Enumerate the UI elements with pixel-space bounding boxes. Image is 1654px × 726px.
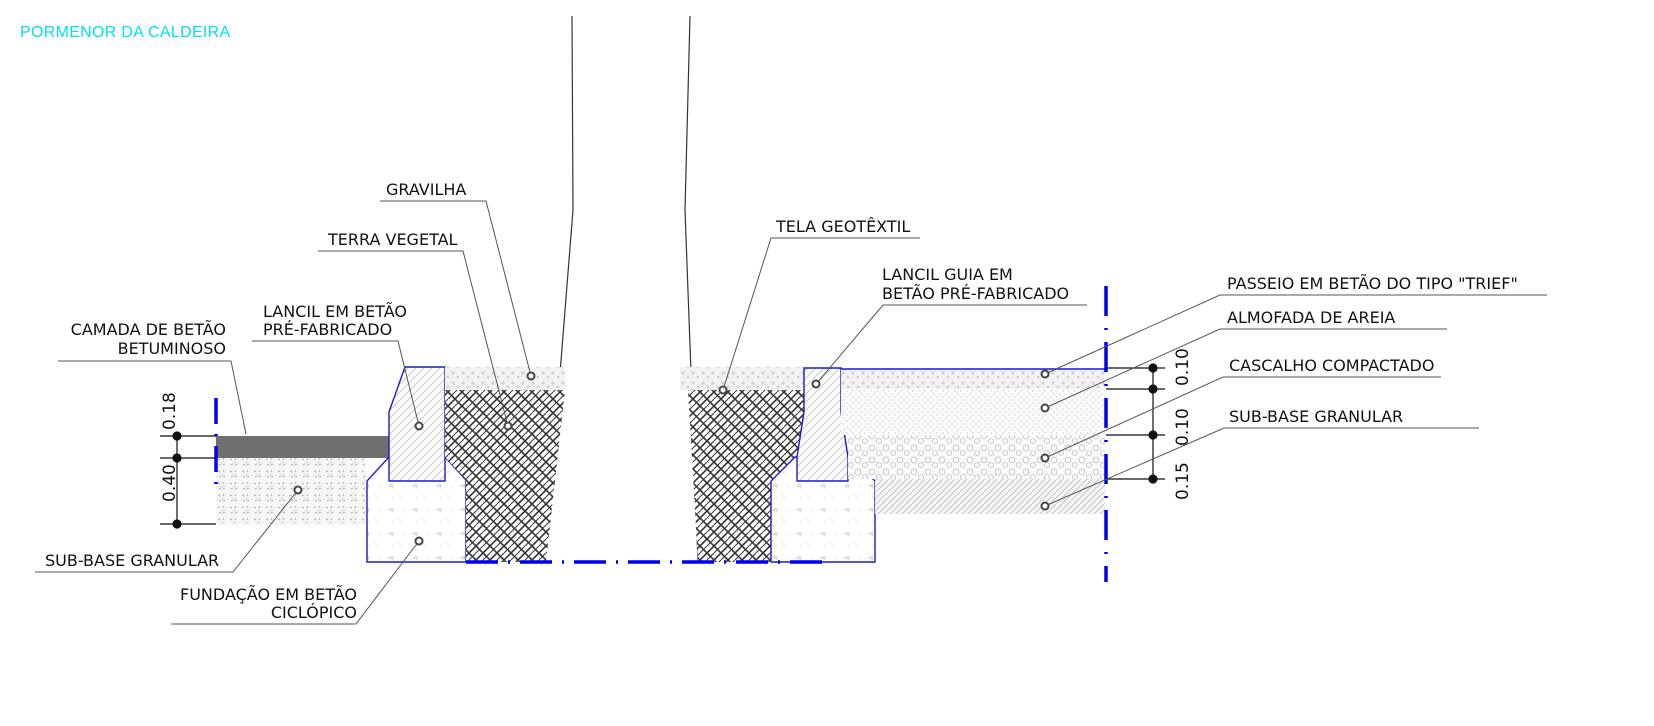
leader-lines <box>35 200 1547 625</box>
label-cascalho: CASCALHO COMPACTADO <box>1229 356 1434 375</box>
label-passeio: PASSEIO EM BETÃO DO TIPO "TRIEF" <box>1227 274 1518 293</box>
label-camada-line2: BETUMINOSO <box>118 339 226 358</box>
right-pavement-layers <box>841 368 1105 514</box>
label-lancil-guia-line1: LANCIL GUIA EM <box>882 265 1013 284</box>
axis-lines <box>214 286 1108 582</box>
dim-right-top: 0.10 <box>1173 348 1193 386</box>
label-almofada: ALMOFADA DE AREIA <box>1227 308 1395 327</box>
gravel-right <box>680 367 804 390</box>
topsoil-right <box>680 390 804 562</box>
label-sub-base-left: SUB-BASE GRANULAR <box>45 551 219 570</box>
label-sub-base-right: SUB-BASE GRANULAR <box>1229 407 1403 426</box>
label-lancil-betao-line1: LANCIL EM BETÃO <box>263 302 407 321</box>
tree-trunk <box>544 15 699 563</box>
topsoil-left <box>445 390 565 562</box>
label-lancil-betao-line2: PRÉ-FABRICADO <box>263 320 392 339</box>
label-camada-line1: CAMADA DE BETÃO <box>71 320 226 339</box>
label-fundacao-line2: CICLÓPICO <box>271 603 357 622</box>
asphalt-layer <box>216 436 390 458</box>
dim-left-bottom: 0.40 <box>160 464 180 502</box>
label-terra-vegetal: TERRA VEGETAL <box>327 230 458 249</box>
label-fundacao-line1: FUNDAÇÃO EM BETÃO <box>180 585 357 604</box>
dim-right-bottom: 0.15 <box>1173 462 1193 500</box>
sub-base-left-layer <box>216 458 366 524</box>
label-gravilha: GRAVILHA <box>386 180 466 199</box>
dim-left-top: 0.18 <box>160 392 180 430</box>
dimension-left <box>160 431 216 529</box>
leader-markers <box>293 369 1050 546</box>
label-tela-geotextil: TELA GEOTÊXTIL <box>775 217 910 236</box>
curb-right <box>796 367 849 482</box>
label-lancil-guia-line2: BETÃO PRÉ-FABRICADO <box>882 284 1069 303</box>
dimension-right <box>1106 363 1165 484</box>
gravel-left <box>445 367 565 390</box>
dim-right-mid: 0.10 <box>1173 408 1193 446</box>
drawing-title: PORMENOR DA CALDEIRA <box>20 24 231 41</box>
